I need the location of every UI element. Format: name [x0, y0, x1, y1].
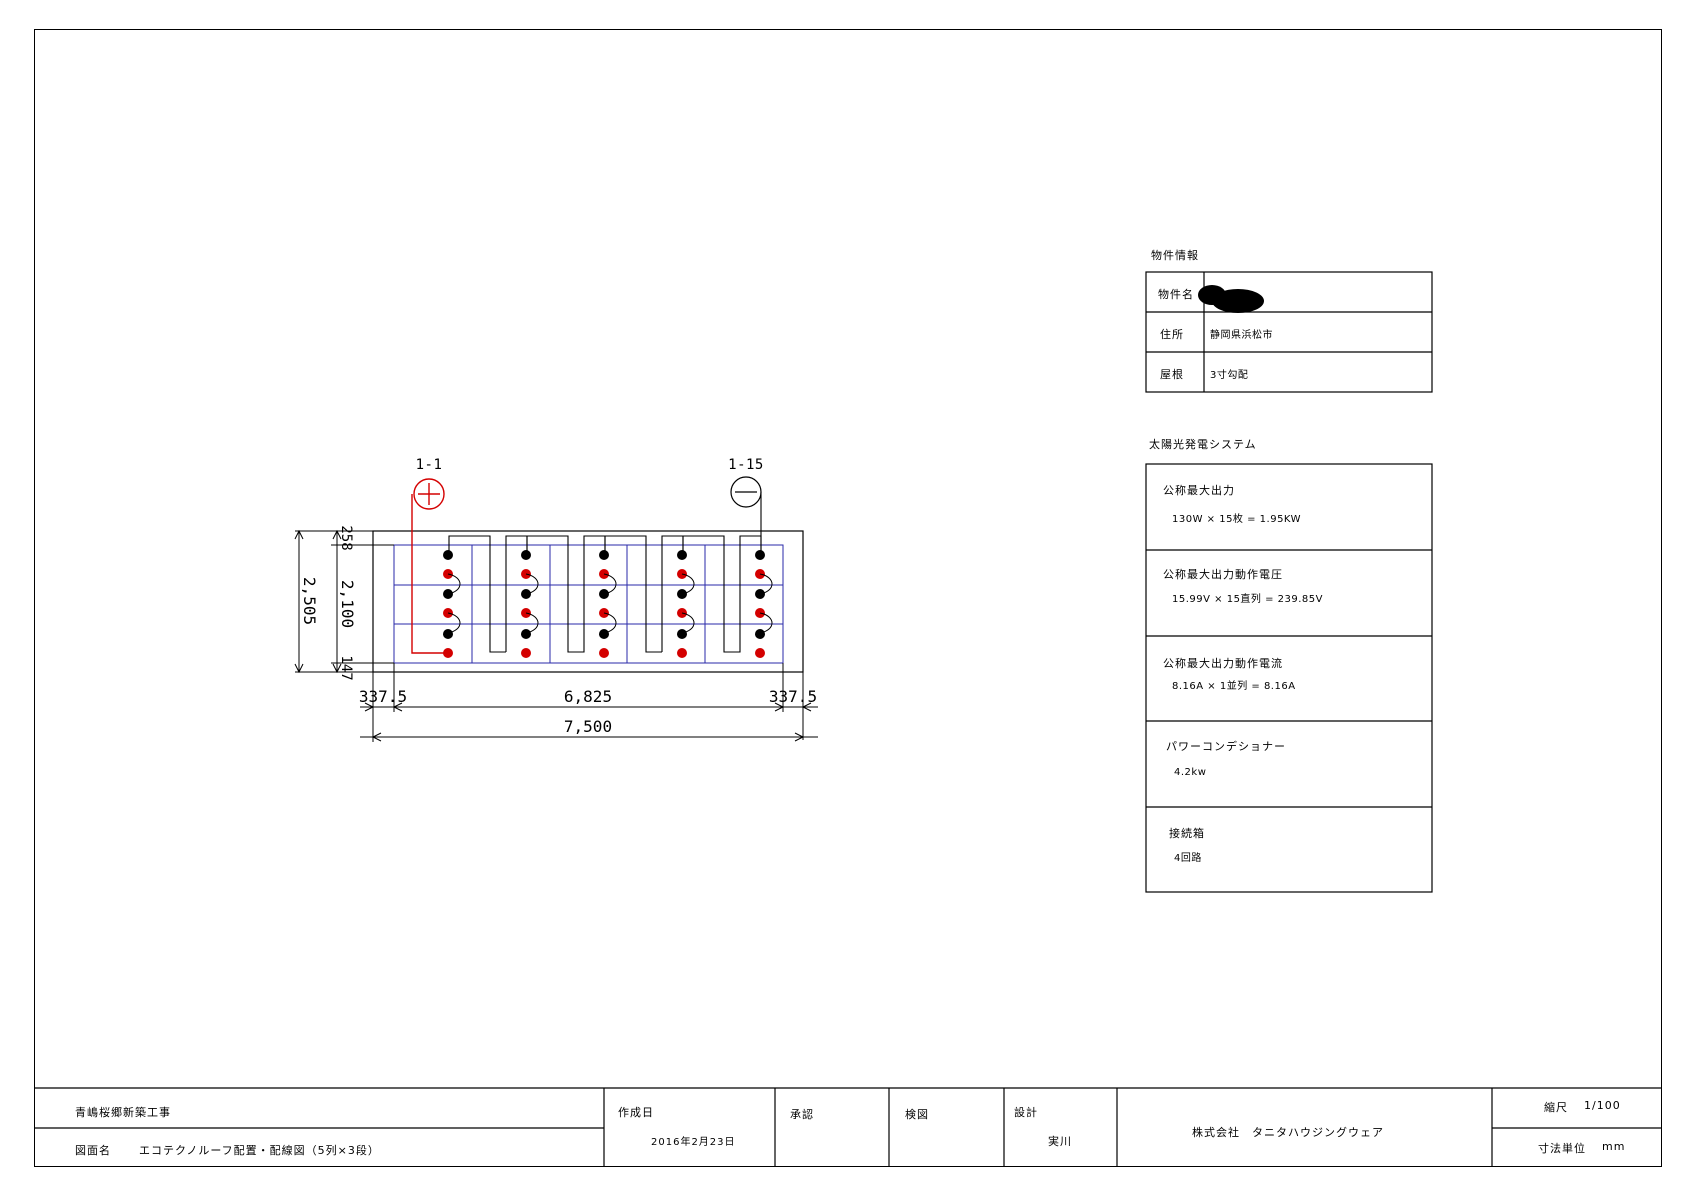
operating-current-value: 8.16A × 1並列 = 8.16A: [1172, 681, 1296, 692]
roof-value: 3寸勾配: [1210, 370, 1249, 381]
power-conditioner-label: パワーコンデショナー: [1166, 740, 1286, 753]
power-conditioner-value: 4.2kw: [1174, 767, 1207, 778]
solar-system-table: [1145, 463, 1433, 893]
module-negative-terminal: [599, 589, 609, 599]
horizontal-dimension-lines: [360, 663, 818, 742]
approved-label: 承認: [790, 1108, 814, 1121]
property-info-title: 物件情報: [1151, 249, 1199, 262]
drawing-frame: [34, 29, 1662, 1167]
solar-system-title: 太陽光発電システム: [1149, 438, 1257, 451]
designer-name: 実川: [1048, 1135, 1072, 1148]
module-positive-terminal: [755, 648, 765, 658]
module-negative-terminal: [755, 550, 765, 560]
width-total-label: 7,500: [564, 717, 612, 736]
redaction-mark: [1198, 285, 1226, 305]
positive-terminal-icon: [413, 478, 445, 510]
created-date: 2016年2月23日: [651, 1137, 736, 1148]
operating-voltage-label: 公称最大出力動作電圧: [1163, 568, 1283, 581]
vertical-dimension-lines: [294, 529, 394, 674]
roof-outline: [372, 530, 804, 673]
wiring: [411, 492, 762, 654]
series-wire: [448, 535, 506, 653]
project-name: 青嶋桜郷新築工事: [75, 1106, 171, 1119]
module-positive-terminal: [677, 648, 687, 658]
module-negative-terminal: [443, 629, 453, 639]
drawing-name-label: 図面名: [75, 1144, 111, 1157]
margin-bottom-label: 147: [338, 655, 354, 680]
address-label: 住所: [1160, 328, 1184, 341]
checked-label: 検図: [905, 1108, 929, 1121]
scale-value: 1/100: [1584, 1099, 1621, 1112]
positive-lead-wire: [411, 494, 448, 654]
design-label: 設計: [1014, 1106, 1038, 1119]
margin-right-label: 337.5: [769, 687, 817, 706]
max-output-label: 公称最大出力: [1163, 484, 1235, 497]
module-negative-terminal: [443, 550, 453, 560]
scale-label: 縮尺: [1544, 1101, 1568, 1114]
property-name-label: 物件名: [1158, 288, 1194, 301]
junction-box-value: 4回路: [1174, 853, 1202, 864]
module-negative-terminal: [677, 589, 687, 599]
module-positive-terminal: [521, 648, 531, 658]
series-wire: [604, 535, 662, 653]
margin-left-label: 337.5: [359, 687, 407, 706]
module-negative-terminal: [677, 629, 687, 639]
module-negative-terminal: [677, 550, 687, 560]
panel-grid: [393, 544, 784, 664]
module-terminals: [443, 550, 773, 658]
title-block-lines: [34, 1087, 1662, 1167]
module-negative-terminal: [521, 629, 531, 639]
company-name: 株式会社 タニタハウジングウェア: [1192, 1126, 1384, 1139]
module-negative-terminal: [599, 550, 609, 560]
junction-box-label: 接続箱: [1169, 827, 1205, 840]
width-inner-label: 6,825: [564, 687, 612, 706]
module-positive-terminal: [443, 648, 453, 658]
module-negative-terminal: [755, 589, 765, 599]
address-value: 静岡県浜松市: [1210, 330, 1273, 341]
string-start-label: 1-1: [416, 457, 443, 473]
margin-top-label: 258: [338, 525, 354, 550]
module-negative-terminal: [599, 629, 609, 639]
operating-voltage-value: 15.99V × 15直列 = 239.85V: [1172, 594, 1323, 605]
module-negative-terminal: [521, 589, 531, 599]
series-wire: [682, 535, 762, 653]
height-total-label: 2,505: [300, 577, 319, 625]
module-negative-terminal: [755, 629, 765, 639]
operating-current-label: 公称最大出力動作電流: [1163, 657, 1283, 670]
created-date-label: 作成日: [618, 1106, 654, 1119]
roof-label: 屋根: [1160, 368, 1184, 381]
negative-terminal-icon: [730, 476, 762, 508]
module-negative-terminal: [521, 550, 531, 560]
unit-value: mm: [1602, 1140, 1626, 1153]
module-negative-terminal: [443, 589, 453, 599]
unit-label: 寸法単位: [1538, 1142, 1586, 1155]
max-output-value: 130W × 15枚 = 1.95KW: [1172, 514, 1302, 525]
string-end-label: 1-15: [728, 457, 764, 473]
height-inner-label: 2,100: [338, 580, 357, 628]
module-positive-terminal: [599, 648, 609, 658]
series-wire: [526, 535, 606, 653]
drawing-name: エコテクノルーフ配置・配線図（5列×3段）: [139, 1144, 380, 1157]
